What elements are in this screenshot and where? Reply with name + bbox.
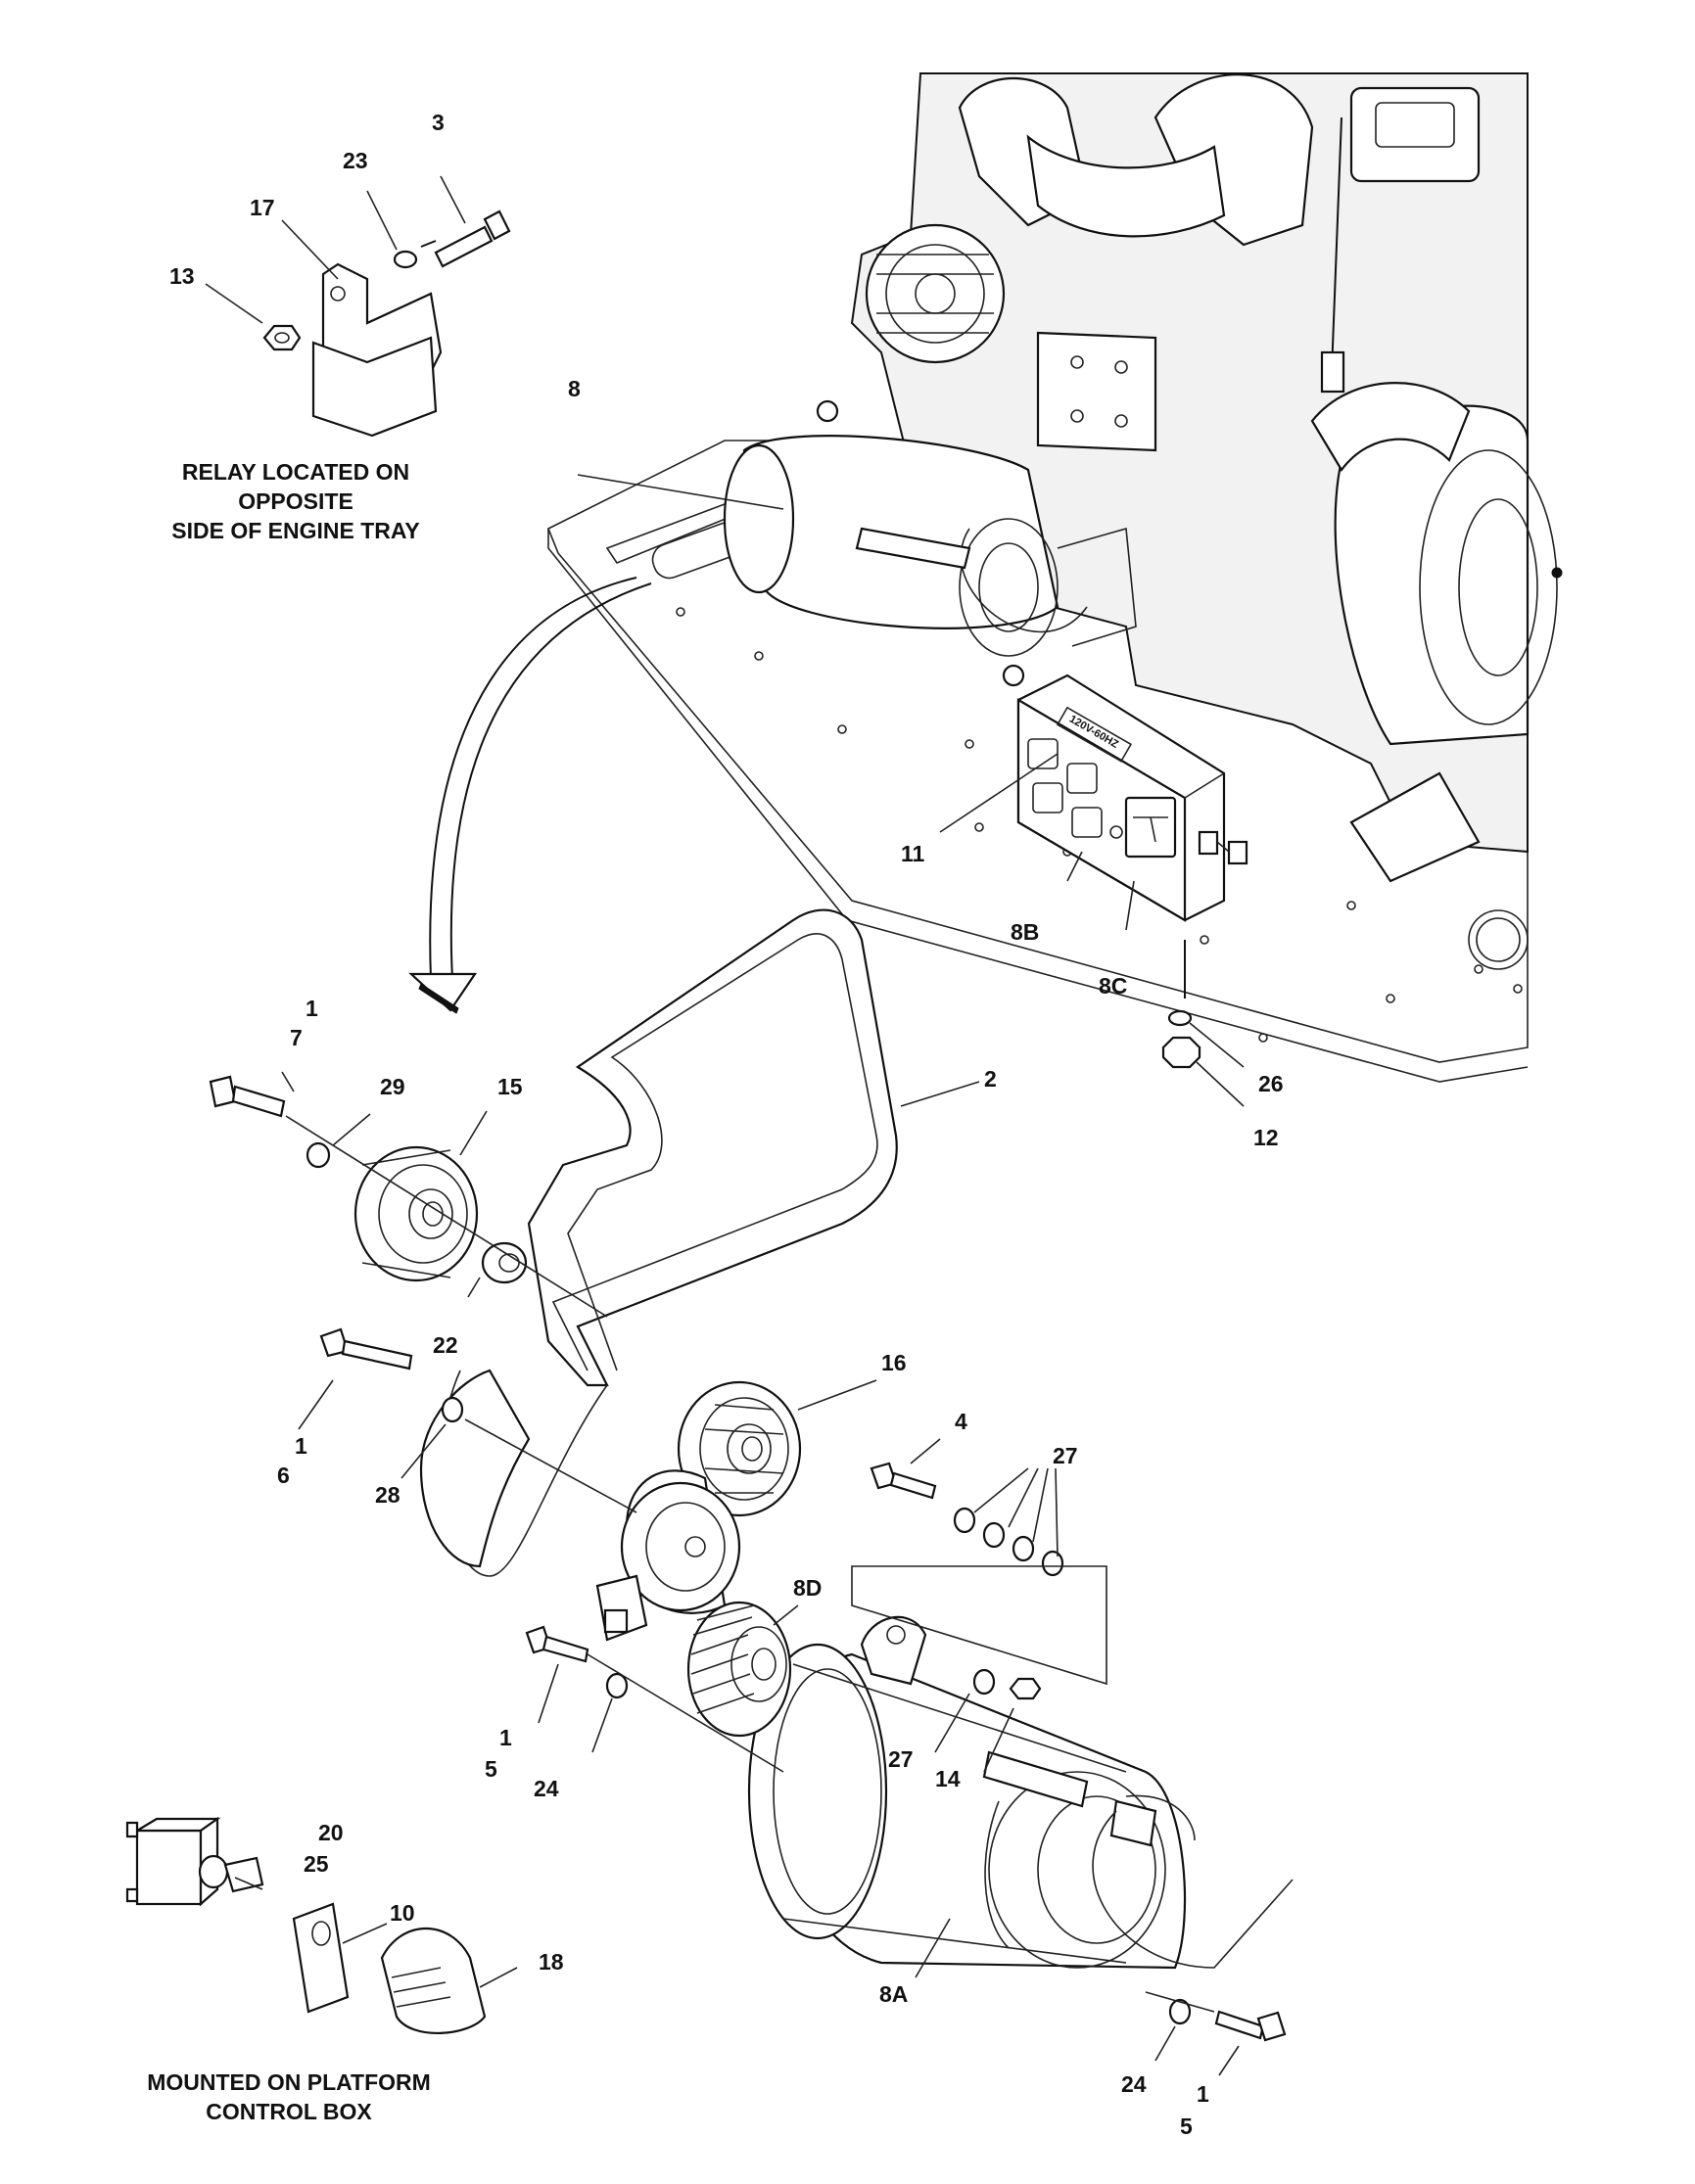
axis-line-idler	[285, 1115, 608, 1318]
hour-meter-item-8C	[1124, 796, 1177, 859]
callout-2: 2	[984, 1066, 997, 1092]
callout-28: 28	[375, 1482, 400, 1508]
callout-5-upper: 5	[485, 1756, 497, 1782]
tensioner-arm	[595, 1469, 741, 1642]
callout-3: 3	[432, 110, 445, 135]
callout-10: 10	[390, 1900, 415, 1926]
callout-16: 16	[881, 1350, 907, 1375]
callout-26: 26	[1258, 1071, 1284, 1096]
callout-11: 11	[901, 841, 925, 866]
callout-8D: 8D	[793, 1575, 822, 1601]
idler-pulley-item-15	[353, 1145, 479, 1282]
mounted-caption-line-1: MOUNTED ON PLATFORM	[147, 2069, 431, 2095]
bolt-item-6	[319, 1327, 413, 1371]
callout-15: 15	[497, 1074, 523, 1099]
callout-8: 8	[568, 376, 581, 401]
engine-assembly	[850, 72, 1563, 883]
callout-1-d: 1	[1197, 2081, 1209, 2107]
mounted-caption-line-2: CONTROL BOX	[206, 2099, 372, 2124]
washer-item-24-upper	[605, 1672, 629, 1699]
axis-line-lower-bolt	[1145, 1991, 1215, 2013]
washer-item-27-lower	[972, 1668, 996, 1696]
leader-lines	[205, 175, 1245, 2076]
nut-item-14	[1009, 1677, 1042, 1700]
bolt-item-5-lower	[1214, 2010, 1287, 2042]
relay-caption-line-1: RELAY LOCATED ON	[182, 459, 409, 485]
label-plate-item-10	[292, 1902, 350, 2014]
leader-8	[577, 474, 784, 510]
drive-pulley-item-8D	[686, 1601, 792, 1738]
axis-line-tensioner	[464, 1418, 637, 1513]
alternator-installed	[723, 399, 1137, 687]
relay-caption: RELAY LOCATED ON OPPOSITE SIDE OF ENGINE…	[171, 459, 419, 543]
callout-labels: 3 23 17 13 8 11 8B 8C 26 12 2 1 7 29 15 …	[169, 110, 1284, 2139]
shim-washers-item-27	[851, 1507, 1107, 1686]
callout-27-top: 27	[1053, 1443, 1078, 1468]
spacer-item-22	[481, 1241, 528, 1284]
callout-20: 20	[318, 1820, 344, 1845]
switch-guard-item-18	[380, 1927, 487, 2035]
callout-13: 13	[169, 263, 195, 289]
callout-25: 25	[304, 1851, 329, 1877]
callout-5-lower: 5	[1180, 2114, 1193, 2139]
washer-item-26	[1167, 940, 1193, 1027]
callout-8A: 8A	[879, 1981, 908, 2007]
washer-item-29	[306, 1141, 331, 1169]
callout-27-lower: 27	[888, 1746, 914, 1772]
relay-caption-line-3: SIDE OF ENGINE TRAY	[171, 518, 419, 543]
callout-14: 14	[935, 1766, 961, 1791]
callout-24-lower: 24	[1121, 2071, 1147, 2097]
callout-23: 23	[343, 148, 368, 173]
relay-caption-line-2: OPPOSITE	[238, 488, 353, 514]
washer-item-23	[393, 250, 418, 269]
bolt-item-3	[434, 209, 511, 268]
callout-17: 17	[250, 195, 275, 220]
callout-24-upper: 24	[534, 1776, 559, 1801]
switch-nut-item-25	[198, 1854, 264, 1893]
callout-4: 4	[955, 1409, 967, 1434]
bolt-item-5-upper	[525, 1625, 589, 1663]
relay-bracket-item-17	[311, 262, 443, 438]
mounted-caption: MOUNTED ON PLATFORM CONTROL BOX	[147, 2069, 431, 2124]
callout-8C: 8C	[1099, 973, 1127, 999]
washer-item-28	[441, 1396, 464, 1423]
axis-line-alternator	[587, 1653, 784, 1773]
alternator-item-8A	[747, 1615, 1294, 1970]
engine-alternator	[865, 223, 1006, 364]
tensioner-pulley-item-16	[677, 1380, 802, 1517]
bolt-item-7	[209, 1075, 286, 1118]
bolt-item-4	[870, 1462, 937, 1500]
callout-12: 12	[1253, 1125, 1279, 1150]
callout-6: 6	[277, 1463, 290, 1488]
location-arrow	[408, 577, 652, 1014]
nut-item-13	[262, 324, 302, 351]
callout-8B: 8B	[1011, 919, 1039, 945]
callout-1-b: 1	[295, 1433, 307, 1459]
flywheel-housing	[1334, 404, 1563, 746]
control-box: 120V-60HZ	[1016, 674, 1248, 922]
callout-1-c: 1	[499, 1725, 512, 1750]
callout-18: 18	[539, 1949, 564, 1975]
callout-1-a: 1	[306, 996, 318, 1021]
callout-7: 7	[290, 1025, 303, 1050]
nut-item-12	[1161, 1036, 1201, 1069]
washer-item-24-lower	[1168, 1998, 1192, 2025]
callout-22: 22	[433, 1332, 458, 1358]
callout-29: 29	[380, 1074, 405, 1099]
bolt-axis	[420, 240, 437, 248]
